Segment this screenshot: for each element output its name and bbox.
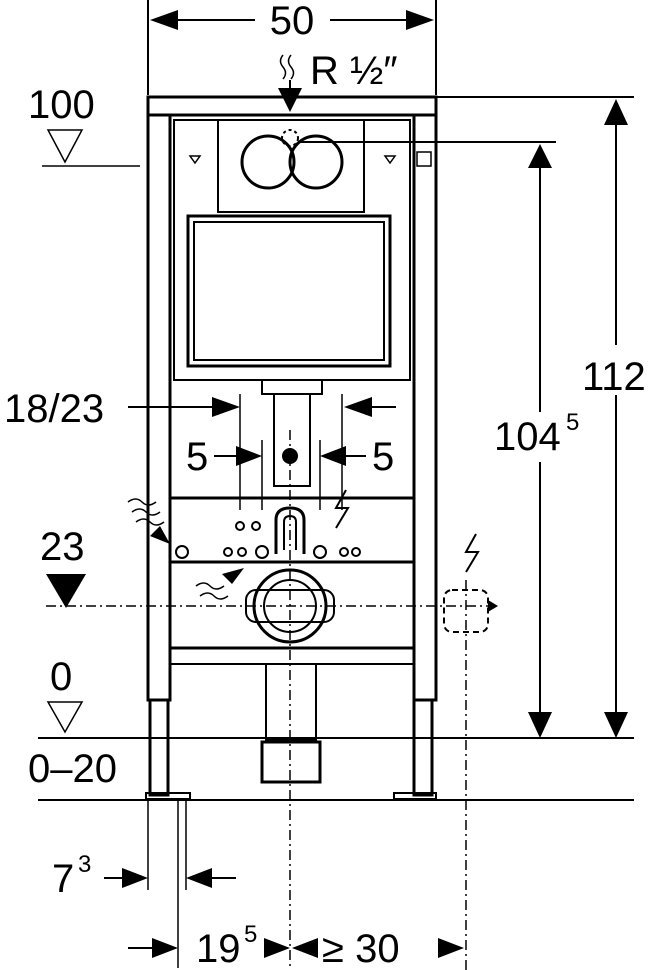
height-total-label: 112 bbox=[582, 355, 646, 399]
dimension-offsets: 5 5 bbox=[186, 435, 394, 510]
center-lines bbox=[46, 430, 494, 970]
dimension-min-clearance: ≥ 30 bbox=[292, 927, 464, 970]
offset-right-label: 5 bbox=[372, 435, 394, 479]
dimension-foot-width: 7 3 bbox=[52, 800, 236, 901]
floor-range-label: 0–20 bbox=[28, 747, 117, 791]
flush-spacing-label: 18/23 bbox=[4, 387, 104, 431]
height-mount-label: 104 bbox=[494, 415, 561, 459]
dimension-flush-spacing: 18/23 bbox=[4, 387, 396, 510]
level-0-label: 0 bbox=[50, 655, 72, 699]
dimension-height-total: 112 bbox=[436, 96, 646, 738]
dimension-width-top: 50 bbox=[147, 0, 437, 95]
level-0-marker: 0 0–20 bbox=[28, 655, 634, 801]
level-23-label: 23 bbox=[40, 525, 85, 569]
foot-width-label: 7 bbox=[52, 857, 74, 901]
dimension-center-offset: 19 5 bbox=[128, 800, 290, 970]
dimension-height-mount: 104 5 bbox=[300, 141, 579, 738]
level-100-marker: 100 bbox=[28, 83, 140, 167]
power-symbols bbox=[334, 489, 498, 612]
min-clearance-label: ≥ 30 bbox=[322, 927, 400, 970]
water-supply-marker: R ½″ bbox=[278, 49, 398, 112]
level-symbols bbox=[188, 151, 432, 167]
pipe-size-label: R ½″ bbox=[310, 49, 398, 93]
center-offset-sup: 5 bbox=[244, 921, 257, 948]
center-offset-label: 19 bbox=[196, 927, 241, 970]
foot-width-sup: 3 bbox=[78, 851, 91, 878]
level-100-label: 100 bbox=[28, 83, 95, 127]
offset-left-label: 5 bbox=[186, 435, 208, 479]
level-23-marker: 23 bbox=[40, 525, 86, 608]
height-mount-sup: 5 bbox=[566, 409, 579, 436]
width-top-label: 50 bbox=[270, 0, 315, 43]
water-inlet-symbols bbox=[127, 498, 244, 600]
